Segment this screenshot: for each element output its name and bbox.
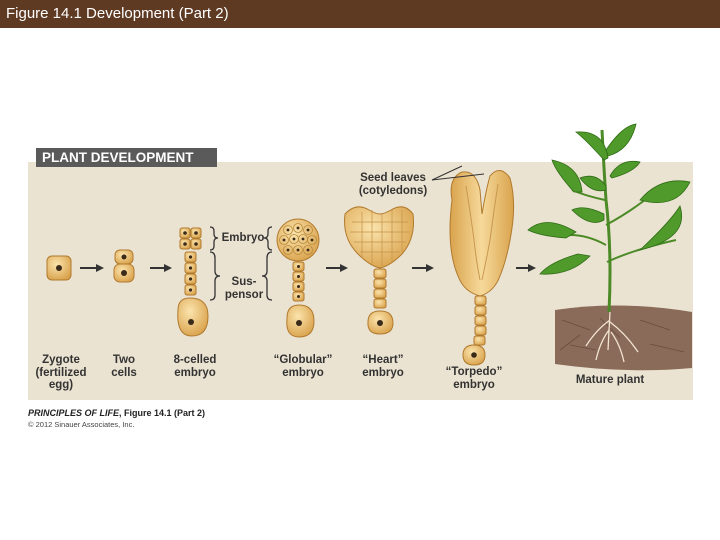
title-bar: Figure 14.1 Development (Part 2) <box>0 0 720 28</box>
arrow-icon <box>326 264 348 272</box>
slide-title: Figure 14.1 Development (Part 2) <box>6 5 229 22</box>
label-zygote: Zygote (fertilized egg) <box>35 354 87 391</box>
torpedo-embryo <box>449 170 515 366</box>
eight-celled-embryo <box>177 227 209 337</box>
label-heart-embryo: “Heart” embryo <box>362 354 404 379</box>
arrow-icon <box>516 264 536 272</box>
arrow-icon <box>80 264 104 272</box>
embryo-bracket <box>209 226 219 251</box>
label-two-cells: Two cells <box>111 354 137 379</box>
label-embryo: Embryo <box>221 232 265 244</box>
two-cell-embryo <box>113 249 135 283</box>
zygote-cell <box>46 255 72 281</box>
arrow-icon <box>412 264 434 272</box>
embryo-bracket-right <box>263 226 273 251</box>
credit-figure: Figure 14.1 (Part 2) <box>124 408 206 418</box>
credit-book: PRINCIPLES OF LIFE <box>28 408 120 418</box>
label-suspensor: Sus- pensor <box>224 276 264 301</box>
suspensor-bracket <box>209 251 221 301</box>
copyright-text: © 2012 Sinauer Associates, Inc. <box>28 420 135 429</box>
label-seed-leaves: Seed leaves (cotyledons) <box>358 172 428 197</box>
figure-credit: PRINCIPLES OF LIFE, Figure 14.1 (Part 2) <box>28 408 206 418</box>
globular-embryo <box>276 218 320 338</box>
label-mature-plant: Mature plant <box>575 374 645 386</box>
suspensor-bracket-right <box>261 251 273 301</box>
label-globular-embryo: “Globular” embryo <box>273 354 333 379</box>
heart-embryo <box>344 206 414 335</box>
arrow-icon <box>150 264 172 272</box>
label-torpedo-embryo: “Torpedo” embryo <box>445 366 503 391</box>
seed-leaves-pointer <box>431 165 485 181</box>
label-8-celled-embryo: 8-celled embryo <box>173 354 217 379</box>
mature-plant <box>527 123 692 371</box>
figure-banner: PLANT DEVELOPMENT <box>36 148 217 167</box>
